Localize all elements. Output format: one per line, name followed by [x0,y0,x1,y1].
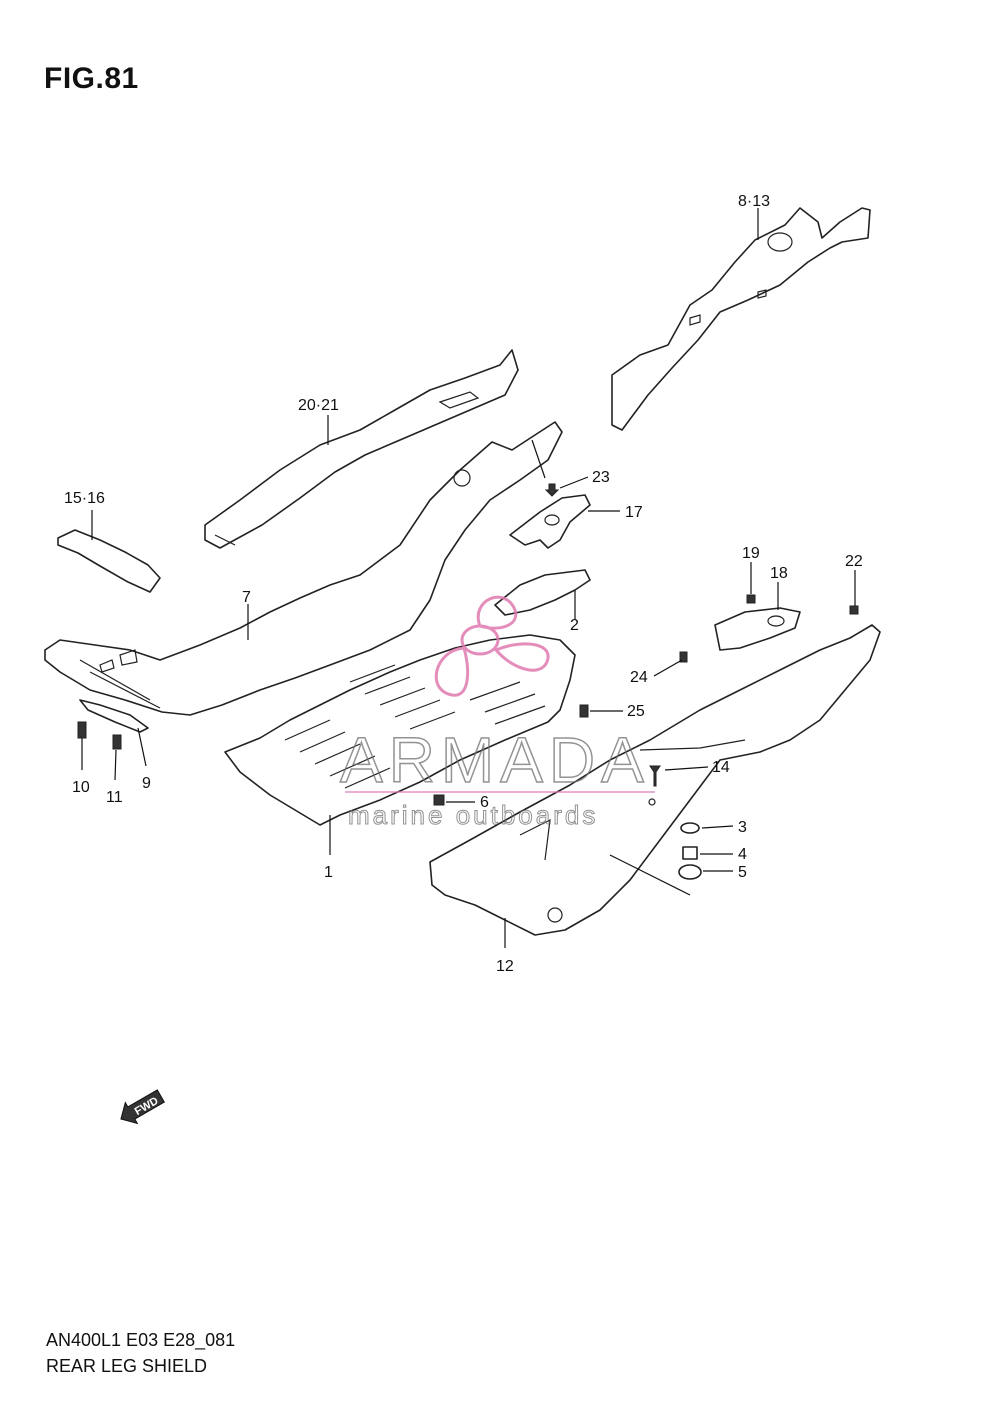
fastener-23 [544,483,560,497]
callout-11: 11 [106,789,123,806]
fastener-19 [746,594,756,604]
leader-lines [81,208,856,948]
washer-3 [680,822,700,834]
watermark-tagline: marine outboards [348,800,598,830]
callout-4: 4 [738,846,747,863]
callout-19: 19 [742,545,760,562]
callout-12: 12 [496,958,514,975]
callout-23: 23 [592,469,610,486]
callout-14: 14 [712,759,730,776]
part-9 [79,699,149,733]
bolt-6 [433,794,445,806]
fwd-arrow-icon: FWD [120,1089,165,1125]
propeller-logo [434,595,550,697]
callout-20-21: 20·21 [298,397,339,414]
screw-14 [649,765,661,787]
callout-1: 1 [324,864,333,881]
callout-2: 2 [570,617,579,634]
part-17 [509,494,591,549]
drawing-name: REAR LEG SHIELD [46,1356,208,1376]
fastener-25 [579,704,589,718]
callout-9: 9 [142,775,151,792]
callout-6: 6 [480,794,489,811]
callout-3: 3 [738,819,747,836]
clip-10 [77,721,87,739]
callout-5: 5 [738,864,747,881]
watermark-brand: ARMADA [340,724,650,796]
callout-10: 10 [72,779,90,796]
callout-17: 17 [625,504,643,521]
part-2 [494,569,591,616]
callout-25: 25 [627,703,645,720]
watermark: ARMADA marine outboards [339,595,655,831]
fastener-24 [679,651,688,663]
figure-title: FIG.81 [44,62,139,95]
fwd-label: FWD [133,1095,161,1118]
part-15-16 [57,529,161,593]
callout-18: 18 [770,565,788,582]
callout-15-16: 15·16 [64,490,105,507]
part-18 [714,607,801,651]
part-1 [224,634,576,826]
clip-11 [112,734,122,750]
drawing-code: AN400L1 E03 E28_081 [46,1330,236,1350]
part-20-21 [204,349,519,549]
collar-5 [678,864,702,880]
callout-24: 24 [630,669,648,686]
cushion-4 [682,846,698,860]
part-8-13 [611,207,871,431]
part-7 [44,421,563,716]
callout-8-13: 8·13 [738,193,770,210]
callout-7: 7 [242,589,251,606]
fastener-22 [849,605,859,615]
callout-22: 22 [845,553,863,570]
